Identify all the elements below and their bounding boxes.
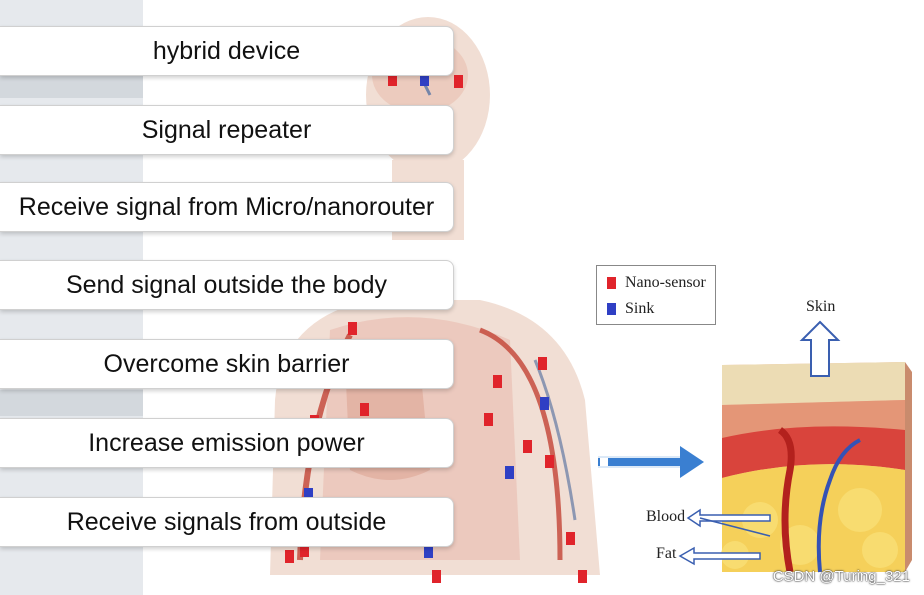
list-item: Receive signals from outside xyxy=(0,497,454,547)
nano-sensor-marker xyxy=(454,75,463,88)
legend-label: Nano-sensor xyxy=(625,274,706,292)
watermark: CSDN @Turing_321 xyxy=(773,568,910,585)
nano-sensor-marker xyxy=(566,532,575,545)
skin-label: Skin xyxy=(806,298,835,316)
list-item: Overcome skin barrier xyxy=(0,339,454,389)
list-item: Signal repeater xyxy=(0,105,454,155)
nano-sensor-marker xyxy=(523,440,532,453)
legend-label: Sink xyxy=(625,300,654,318)
sink-marker xyxy=(505,466,514,479)
legend-item-sink: Sink xyxy=(607,300,654,318)
nano-sensor-marker xyxy=(360,403,369,416)
nano-sensor-marker xyxy=(545,455,554,468)
nano-sensor-marker xyxy=(538,357,547,370)
fat-label: Fat xyxy=(656,545,676,563)
legend-item-nano-sensor: Nano-sensor xyxy=(607,274,706,292)
nano-sensor-marker xyxy=(432,570,441,583)
nano-sensor-marker xyxy=(484,413,493,426)
blood-label: Blood xyxy=(646,508,685,526)
legend-swatch xyxy=(607,277,616,289)
nano-sensor-marker xyxy=(348,322,357,335)
list-item: Send signal outside the body xyxy=(0,260,454,310)
nano-sensor-marker xyxy=(285,550,294,563)
nano-sensor-marker xyxy=(493,375,502,388)
legend-swatch xyxy=(607,303,616,315)
legend: Nano-sensor Sink xyxy=(596,265,716,325)
nano-sensor-marker xyxy=(578,570,587,583)
list-item: Increase emission power xyxy=(0,418,454,468)
list-item: hybrid device xyxy=(0,26,454,76)
sink-marker xyxy=(540,397,549,410)
list-item: Receive signal from Micro/nanorouter xyxy=(0,182,454,232)
skin-cross-section xyxy=(721,362,912,572)
right-arrow-icon xyxy=(598,446,704,478)
